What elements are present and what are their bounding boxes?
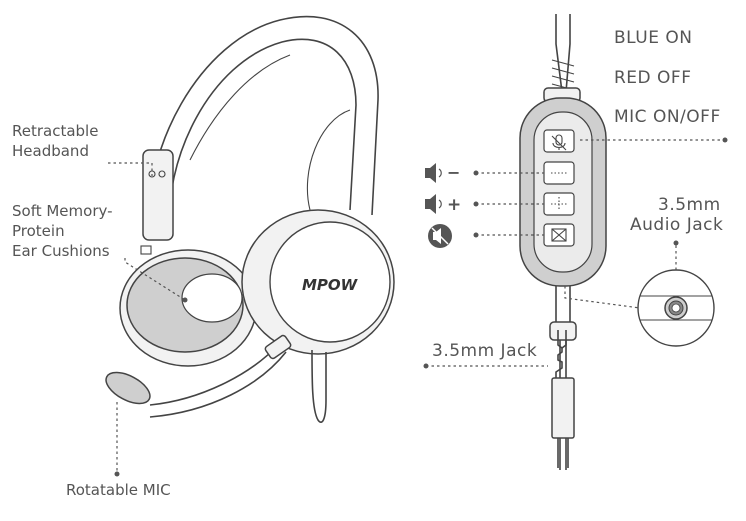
mic-head xyxy=(105,371,151,405)
inline-controller xyxy=(519,14,607,470)
label-red-off: RED OFF xyxy=(614,68,692,88)
volume-down-icon: − xyxy=(425,163,460,183)
label-blue-on: BLUE ON xyxy=(614,28,692,48)
label-rotatable-mic: Rotatable MIC xyxy=(66,481,171,499)
volume-up-icon: + xyxy=(425,194,461,215)
label-retractable-headband-2: Headband xyxy=(12,142,89,160)
svg-text:−: − xyxy=(447,163,460,182)
headband-slider xyxy=(142,149,174,241)
label-retractable-headband-1: Retractable xyxy=(12,122,98,140)
microphone-icon xyxy=(551,134,567,151)
label-3-5mm-jack: 3.5mm Jack xyxy=(432,341,537,361)
label-audio-jack-2: Audio Jack xyxy=(630,215,723,235)
mic-toggle-button[interactable] xyxy=(543,129,575,153)
mute-icon xyxy=(551,228,567,242)
volume-down-button[interactable] xyxy=(543,161,575,185)
audio-plug xyxy=(551,330,575,468)
mic-boom xyxy=(149,344,279,406)
svg-text:+: + xyxy=(447,195,461,215)
volume-up-button[interactable] xyxy=(543,192,575,216)
brand-logo: MPOW xyxy=(302,276,359,294)
headband xyxy=(148,15,379,241)
label-audio-jack-1: 3.5mm xyxy=(658,195,721,215)
label-ear-cushions-1: Soft Memory- xyxy=(12,202,113,220)
headset: MPOW xyxy=(105,15,395,424)
mute-speaker-icon xyxy=(428,224,452,248)
label-mic-on-off: MIC ON/OFF xyxy=(614,107,721,127)
mute-button[interactable] xyxy=(543,223,575,247)
label-ear-cushions-2: Protein xyxy=(12,222,65,240)
label-ear-cushions-3: Ear Cushions xyxy=(12,242,110,260)
audio-jack-detail xyxy=(637,269,715,347)
